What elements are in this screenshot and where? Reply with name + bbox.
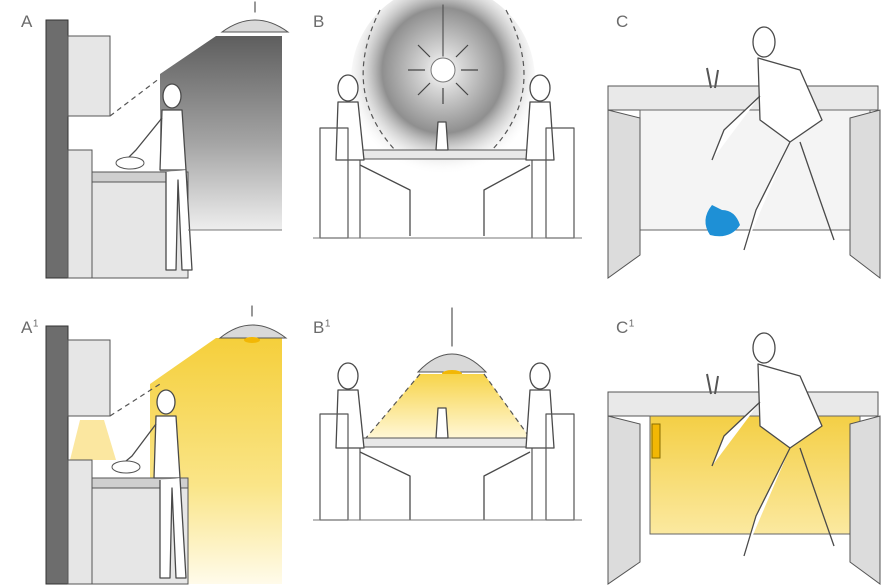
- panel-label-c: C: [616, 12, 629, 31]
- person: [711, 26, 835, 251]
- upper-cabinet: [67, 35, 111, 117]
- cone-edge-right: [483, 373, 531, 439]
- dish: [115, 156, 145, 170]
- cabinet-door-left: [607, 415, 641, 585]
- lower-cabinet: [67, 459, 93, 585]
- panel-c: [607, 26, 881, 280]
- light-line: [109, 77, 161, 117]
- person-right: [483, 362, 555, 520]
- person-left: [335, 74, 411, 236]
- cabinet-light-fixture: [651, 423, 661, 459]
- person: [711, 332, 835, 557]
- under-cabinet-light: [70, 420, 116, 460]
- panel-label-b1: B1: [313, 318, 331, 337]
- countertop: [607, 85, 879, 111]
- light-line: [109, 383, 161, 417]
- panel-a: [45, 1, 290, 279]
- light-rays: [408, 44, 478, 104]
- wall: [45, 325, 69, 585]
- bottle: [435, 407, 449, 439]
- bare-bulb: [430, 57, 456, 83]
- shadow-area: [160, 36, 282, 230]
- dish: [111, 460, 141, 474]
- lamp-bulb: [244, 337, 260, 343]
- panel-a1: [45, 305, 288, 585]
- pendant-lamp: [218, 324, 288, 339]
- pendant-lamp: [416, 353, 488, 373]
- panel-b: [313, 0, 582, 239]
- bottle: [435, 121, 449, 151]
- countertop: [91, 171, 189, 183]
- person: [119, 389, 187, 579]
- countertop: [91, 477, 189, 489]
- panel-label-a: A: [21, 12, 33, 31]
- panel-b1: [313, 307, 582, 521]
- water-leak: [705, 205, 740, 237]
- glare-boundary-right: [491, 9, 525, 151]
- pendant-lamp: [220, 19, 290, 33]
- cone-edge-left: [365, 373, 421, 439]
- faucet: [706, 373, 719, 395]
- countertop: [607, 391, 879, 417]
- person-right: [483, 74, 555, 236]
- glare-zone: [351, 0, 535, 175]
- glare-boundary-left: [362, 9, 396, 151]
- person-left: [335, 362, 411, 520]
- cabinet-door-right: [849, 415, 881, 585]
- cabinet-door-left: [607, 109, 641, 279]
- panel-label-b: B: [313, 12, 325, 31]
- table-top: [345, 437, 547, 448]
- lit-cabinet-interior: [649, 415, 861, 535]
- table-top: [345, 149, 547, 160]
- panel-label-a1: A1: [21, 318, 39, 337]
- panel-c1: [607, 332, 881, 585]
- wall: [45, 19, 69, 279]
- panel-label-c1: C1: [616, 318, 635, 337]
- lower-cabinet: [67, 149, 93, 279]
- faucet: [706, 67, 719, 89]
- upper-cabinet: [67, 339, 111, 417]
- cabinet-door-right: [849, 109, 881, 280]
